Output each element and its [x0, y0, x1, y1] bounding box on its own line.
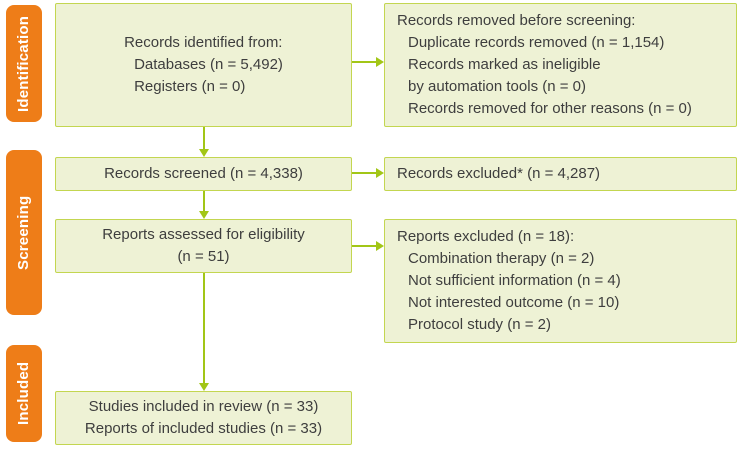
reports-excluded-protocol: Protocol study (n = 2): [408, 316, 551, 333]
box-reports-excluded: Reports excluded (n = 18): Combination t…: [384, 219, 737, 343]
reports-excluded-outcome: Not interested outcome (n = 10): [408, 294, 620, 311]
records-identified-databases: Databases (n = 5,492): [134, 56, 283, 73]
arrow-assessed-to-included: [199, 273, 209, 391]
studies-included-reports: Reports of included studies (n = 33): [84, 420, 323, 437]
arrow-identified-to-removed: [352, 57, 384, 67]
records-removed-ineligible: Records marked as ineligible: [408, 56, 601, 73]
records-identified-registers: Registers (n = 0): [134, 78, 246, 95]
studies-included-review: Studies included in review (n = 33): [88, 398, 319, 415]
box-studies-included: Studies included in review (n = 33) Repo…: [55, 391, 352, 445]
arrow-screened-to-excluded: [352, 168, 384, 178]
records-screened-text: Records screened (n = 4,338): [104, 165, 303, 182]
arrow-assessed-to-reports-excluded: [352, 241, 384, 251]
records-removed-other: Records removed for other reasons (n = 0…: [408, 100, 692, 117]
stage-label-screening: Screening: [6, 150, 42, 315]
arrow-identified-to-screened: [199, 127, 209, 157]
box-records-screened: Records screened (n = 4,338): [55, 157, 352, 191]
stage-label-included: Included: [6, 345, 42, 442]
records-removed-automation: by automation tools (n = 0): [408, 78, 587, 95]
box-records-removed: Records removed before screening: Duplic…: [384, 3, 737, 127]
records-identified-heading: Records identified from:: [124, 34, 283, 51]
reports-excluded-heading: Reports excluded (n = 18):: [397, 228, 575, 245]
reports-assessed-count: (n = 51): [177, 248, 230, 265]
records-removed-duplicates: Duplicate records removed (n = 1,154): [408, 34, 665, 51]
stage-label-identification: Identification: [6, 5, 42, 122]
box-records-identified: Records identified from: Databases (n = …: [55, 3, 352, 127]
arrow-screened-to-assessed: [199, 191, 209, 219]
records-excluded-text: Records excluded* (n = 4,287): [397, 165, 601, 182]
box-reports-assessed: Reports assessed for eligibility (n = 51…: [55, 219, 352, 273]
box-records-excluded: Records excluded* (n = 4,287): [384, 157, 737, 191]
reports-assessed-heading: Reports assessed for eligibility: [102, 226, 305, 243]
reports-excluded-insufficient: Not sufficient information (n = 4): [408, 272, 621, 289]
records-removed-heading: Records removed before screening:: [397, 12, 636, 29]
reports-excluded-combination: Combination therapy (n = 2): [408, 250, 595, 267]
